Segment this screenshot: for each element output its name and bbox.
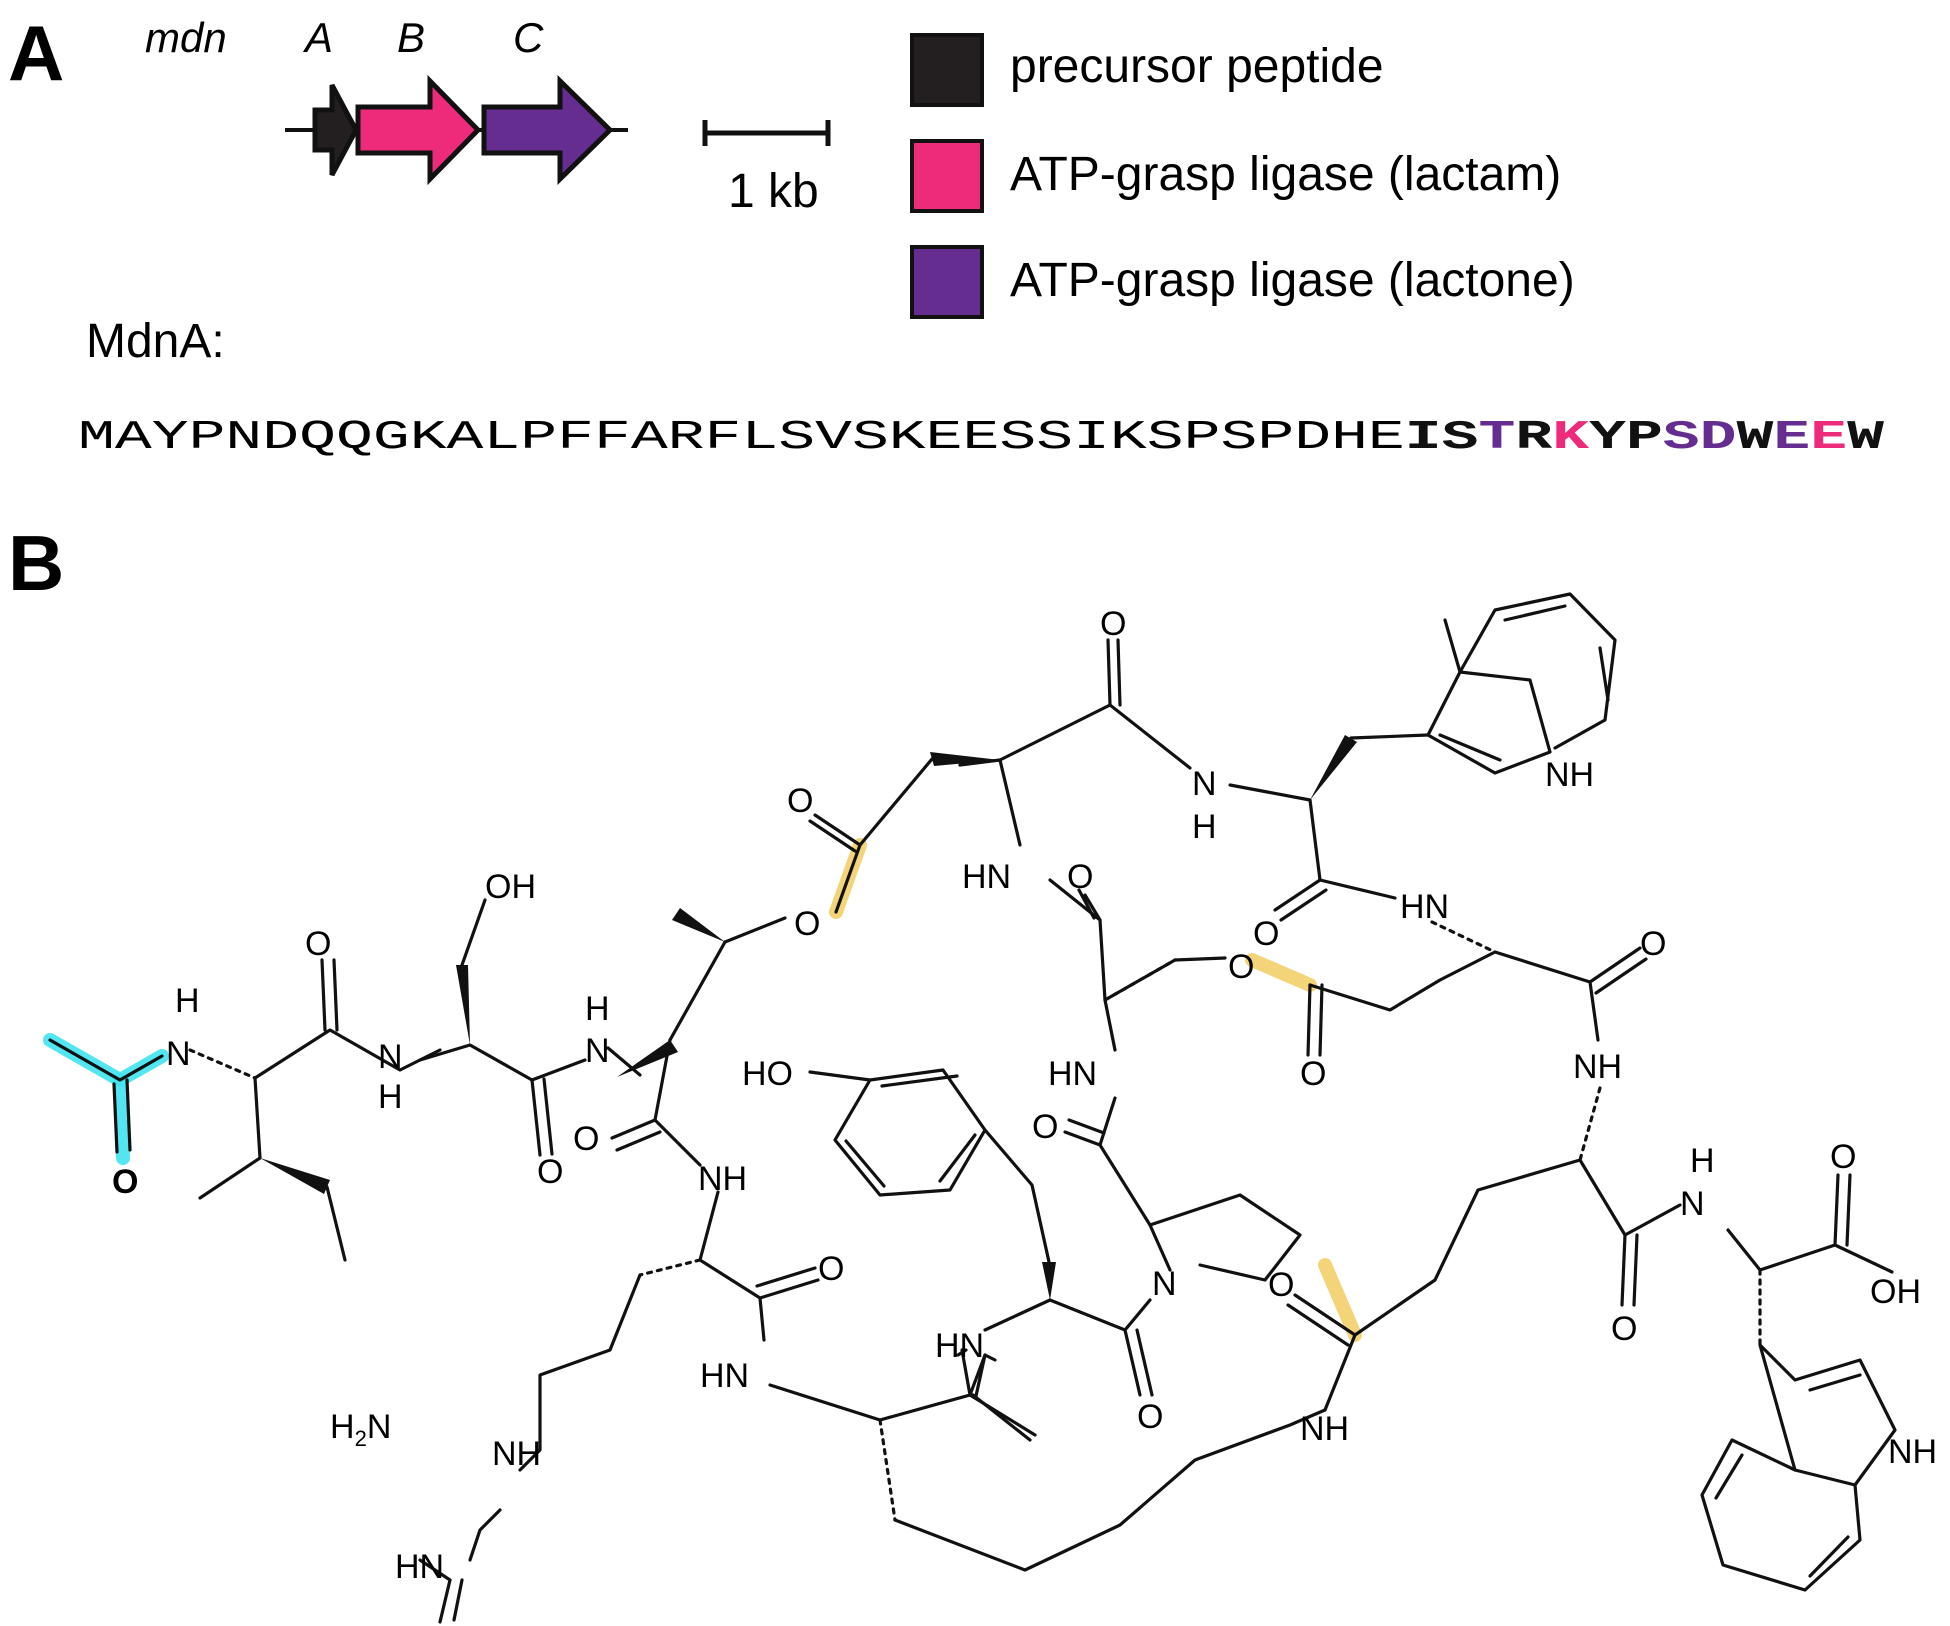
atom-nh-trp2-h: H bbox=[1690, 1142, 1715, 1180]
gene-label-c: C bbox=[513, 14, 544, 61]
core-residue-3: R bbox=[1515, 415, 1552, 461]
atom-hn-glu1: HN bbox=[1400, 888, 1449, 926]
core-residue-4: K bbox=[1552, 415, 1589, 461]
atom-hn-guanidine: HN bbox=[395, 1548, 444, 1586]
leader-sequence: MAYPNDQQGKALPFFARFLSVSKEESSIKSPSPDHE bbox=[78, 415, 1405, 461]
atom-o-tyr: O bbox=[1137, 1398, 1163, 1436]
panel-b-letter: B bbox=[8, 519, 64, 607]
atom-o-ile: O bbox=[305, 925, 331, 963]
legend-label-lactam: ATP-grasp ligase (lactam) bbox=[1010, 148, 1561, 201]
core-residue-2: T bbox=[1479, 415, 1516, 461]
microviridin-structure: OH O O N H H N O N H O O NH O HO HN HN O… bbox=[43, 592, 1937, 1624]
atom-o-asp-ester: O bbox=[787, 782, 813, 820]
atom-h2n: H2N bbox=[330, 1408, 391, 1451]
atom-o-thr-co: O bbox=[573, 1120, 599, 1158]
legend-swatch-lactam bbox=[910, 139, 984, 213]
legend-swatch-precursor bbox=[910, 33, 984, 107]
legend-label-lactone: ATP-grasp ligase (lactone) bbox=[1010, 254, 1575, 307]
atom-o-acid: O bbox=[1830, 1138, 1856, 1176]
atom-nh-arg: NH bbox=[698, 1160, 747, 1198]
atom-o-thr-ester: O bbox=[794, 905, 820, 943]
atom-hn-ser2: HN bbox=[1048, 1055, 1097, 1093]
acetyl-highlight bbox=[43, 1033, 169, 1087]
atom-o-glu1: O bbox=[1640, 925, 1666, 963]
atom-o-glu2-side: O bbox=[1268, 1266, 1294, 1304]
atom-o-ser2: O bbox=[1067, 858, 1093, 896]
gene-label-b: B bbox=[397, 14, 425, 61]
sequence-label: MdnA: bbox=[86, 315, 225, 368]
structure-bonds bbox=[48, 592, 1897, 1624]
atom-nh-ser-n: N bbox=[378, 1038, 403, 1076]
atom-o-pro: O bbox=[1032, 1108, 1058, 1146]
legend-label-precursor: precursor peptide bbox=[1010, 40, 1384, 93]
core-residue-7: S bbox=[1663, 415, 1700, 461]
atom-nh-trp-n: N bbox=[1192, 765, 1217, 803]
gene-label-a: A bbox=[302, 14, 333, 61]
atom-o-glu1-co: O bbox=[1300, 1055, 1326, 1093]
atom-o-ser2-ester: O bbox=[1228, 948, 1254, 986]
core-residue-10: E bbox=[1773, 415, 1810, 461]
atom-hn-lys: HN bbox=[700, 1357, 749, 1395]
gene-cluster-prefix: mdn bbox=[145, 14, 227, 61]
core-residue-9: W bbox=[1737, 415, 1774, 461]
atom-o-glu2: O bbox=[1611, 1310, 1637, 1348]
atom-nh-trp2-n: N bbox=[1680, 1185, 1705, 1223]
atom-oh-ser: OH bbox=[485, 868, 536, 906]
atom-hn-asp: HN bbox=[962, 858, 1011, 896]
atom-nh-glu2: NH bbox=[1573, 1048, 1622, 1086]
ring-bond-highlight-ser bbox=[1245, 953, 1317, 992]
core-residue-1: S bbox=[1442, 415, 1479, 461]
scale-bar-label: 1 kb bbox=[728, 165, 819, 218]
atom-nh-ile-n: N bbox=[166, 1035, 191, 1073]
atom-nh-ile-h: H bbox=[175, 982, 200, 1020]
scale-bar: 1 kb bbox=[702, 120, 831, 218]
gene-cluster-map: mdn A B C bbox=[145, 14, 628, 186]
atom-nh-lys-side: NH bbox=[1300, 1410, 1349, 1448]
atom-nh-indole-2: NH bbox=[1888, 1433, 1937, 1471]
core-residue-5: Y bbox=[1589, 415, 1626, 461]
atom-nh-thr-n: N bbox=[585, 1032, 610, 1070]
atom-hn-tyr: HN bbox=[935, 1327, 984, 1365]
atom-o-ser: O bbox=[537, 1153, 563, 1191]
atom-nh-guanidine: NH bbox=[492, 1435, 541, 1473]
acetyl-co-highlight bbox=[113, 1073, 130, 1165]
legend: precursor peptide ATP-grasp ligase (lact… bbox=[910, 33, 1575, 319]
gene-arrow-a bbox=[312, 83, 359, 177]
atom-nh-indole-1: NH bbox=[1545, 756, 1594, 794]
structure-atom-labels: OH O O N H H N O N H O O NH O HO HN HN O… bbox=[112, 605, 1937, 1586]
panel-a-letter: A bbox=[8, 9, 64, 97]
atom-ho-tyr: HO bbox=[742, 1055, 793, 1093]
legend-swatch-lactone bbox=[910, 245, 984, 319]
atom-o-arg: O bbox=[818, 1250, 844, 1288]
atom-o-asp-co: O bbox=[1100, 605, 1126, 643]
atom-o-trp1: O bbox=[1253, 915, 1279, 953]
ring-bond-highlight-lys bbox=[1318, 1258, 1362, 1342]
core-residue-0: I bbox=[1405, 415, 1442, 461]
atom-nh-ser-h: H bbox=[378, 1078, 403, 1116]
atom-nh-trp-h: H bbox=[1192, 808, 1217, 846]
core-residue-8: D bbox=[1700, 415, 1737, 461]
core-residue-6: P bbox=[1626, 415, 1663, 461]
gene-arrow-b bbox=[355, 74, 482, 186]
core-residue-12: W bbox=[1847, 415, 1884, 461]
gene-arrow-c bbox=[481, 75, 614, 185]
atom-n-pro: N bbox=[1152, 1265, 1177, 1303]
atom-o-acetyl: O bbox=[112, 1163, 138, 1201]
atom-nh-thr-h: H bbox=[585, 990, 610, 1028]
core-residue-11: E bbox=[1810, 415, 1847, 461]
atom-oh-acid: OH bbox=[1870, 1273, 1921, 1311]
